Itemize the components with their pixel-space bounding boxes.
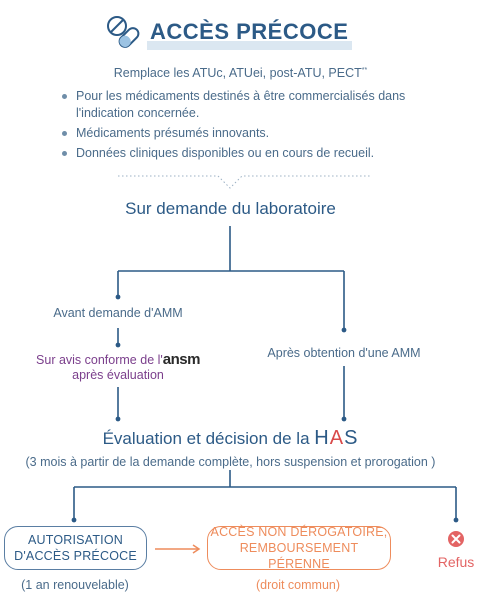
subtitle-text: Remplace les ATUc, ATUei, post-ATU, PECT [113,66,362,80]
page-title: ACCÈS PRÉCOCE [150,19,349,44]
criteria-list: Pour les médicaments destinés à être com… [56,88,436,165]
step-lab-request: Sur demande du laboratoire [125,199,336,218]
evaluation-prefix: Évaluation et décision de la [102,429,310,448]
pills-icon [107,16,140,48]
refusal-x-icon [448,531,464,547]
has-logo: HAS [314,427,359,449]
outcome-common-law-box: ACCÈS NON DÉROGATOIRE, REMBOURSEMENT PÉR… [207,525,391,571]
ansm-logo: ansm [162,351,201,368]
common-note: (droit commun) [255,578,341,592]
arrow-right-icon [155,544,201,554]
list-item: Données cliniques disponibles ou en cour… [56,145,436,162]
authorization-note: (1 an renouvelable) [21,578,129,592]
subtitle: Remplace les ATUc, ATUei, post-ATU, PECT… [0,66,481,80]
common-line2: REMBOURSEMENT PÉRENNE [239,541,359,571]
outcome-early-access-box: AUTORISATION D'ACCÈS PRÉCOCE [4,526,147,570]
subtitle-footnote-mark: ** [361,66,368,74]
list-item: Médicaments présumés innovants. [56,125,436,142]
list-item: Pour les médicaments destinés à être com… [56,88,436,122]
ansm-suffix: après évaluation [72,368,164,382]
authorization-line2: D'ACCÈS PRÉCOCE [14,549,137,563]
evaluation-note: (3 mois à partir de la demande complète,… [25,455,436,469]
header: ACCÈS PRÉCOCE [0,15,481,51]
ansm-prefix: Sur avis conforme de l' [36,353,163,367]
step-evaluation: Évaluation et décision de la HAS [0,427,461,450]
step-ansm-opinion: Sur avis conforme de l'ansm après évalua… [10,351,226,382]
authorization-line1: AUTORISATION [27,533,123,547]
step-before-amm: Avant demande d'AMM [53,306,183,320]
common-line1: ACCÈS NON DÉROGATOIRE, [210,525,388,539]
step-after-amm: Après obtention d'une AMM [267,346,421,360]
refusal-label: Refus [437,554,475,570]
